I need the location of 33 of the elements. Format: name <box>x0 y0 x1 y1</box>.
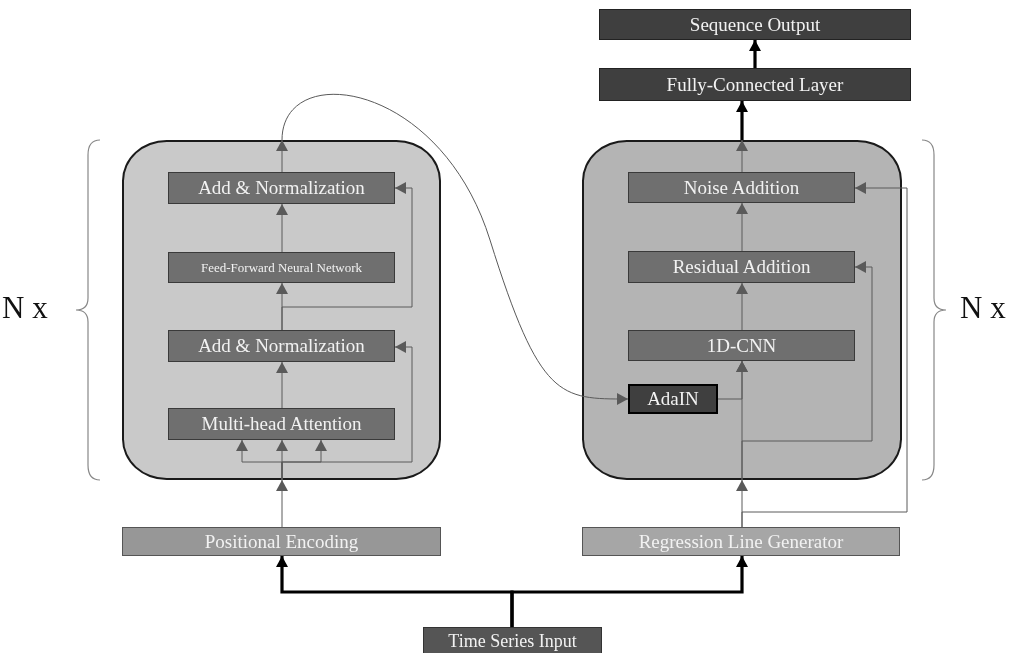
arrow <box>736 101 748 140</box>
process-box: Sequence Output <box>599 9 911 40</box>
process-box: AdaIN <box>628 384 718 414</box>
process-box: Residual Addition <box>628 251 855 283</box>
arrow <box>276 361 288 409</box>
arrow <box>736 202 748 252</box>
arrow <box>281 341 413 481</box>
process-box: Noise Addition <box>628 172 855 203</box>
arrow <box>276 203 288 253</box>
arrow <box>276 139 288 173</box>
arrow <box>281 182 413 331</box>
encoder-block <box>122 140 441 480</box>
process-box: Positional Encoding <box>122 527 441 556</box>
arrow <box>276 479 288 528</box>
arrow <box>749 40 761 68</box>
process-box: Feed-Forward Neural Network <box>168 252 395 283</box>
arrow <box>741 182 908 528</box>
process-box: Add & Normalization <box>168 330 395 362</box>
process-box: Fully-Connected Layer <box>599 68 911 101</box>
generator-block <box>582 140 902 480</box>
process-box: Time Series Input <box>423 627 602 653</box>
arrow <box>736 139 748 173</box>
process-box: Regression Line Generator <box>582 527 900 556</box>
process-box: 1D-CNN <box>628 330 855 361</box>
arrow <box>510 556 748 627</box>
process-box: Multi-head Attention <box>168 408 395 440</box>
arrow <box>717 360 748 400</box>
process-box: Add & Normalization <box>168 172 395 204</box>
repeat-label: N x <box>2 292 48 323</box>
arrow <box>741 261 873 481</box>
arrow <box>736 282 748 331</box>
repeat-label: N x <box>960 292 1006 323</box>
arrow <box>281 94 629 405</box>
